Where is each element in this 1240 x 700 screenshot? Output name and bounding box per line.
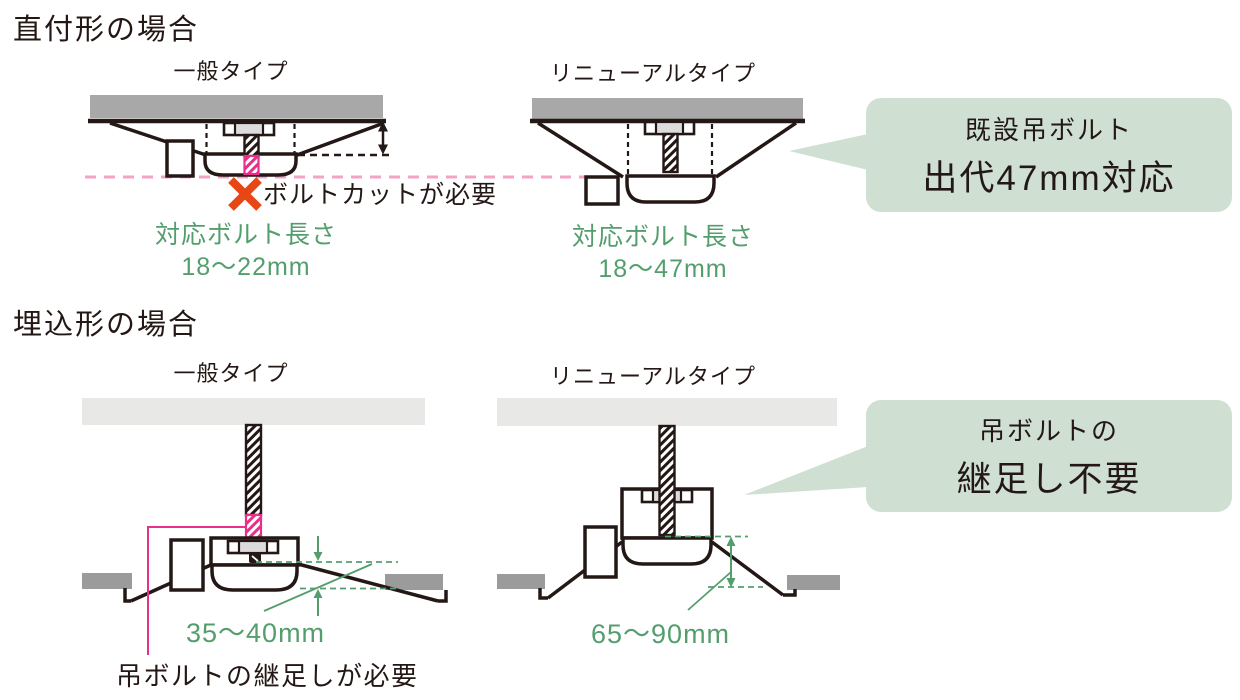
- bolt-washer: [237, 539, 269, 555]
- bolt-length-general: 対応ボルト長さ 18〜22mm: [140, 219, 352, 283]
- ceiling-slab: [90, 95, 383, 118]
- hanging-bolt: [244, 423, 263, 517]
- ceiling-slab: [497, 398, 837, 426]
- diagram-direct-general: [88, 95, 389, 211]
- ceiling-slab: [532, 98, 803, 119]
- ceiling-tile-left: [497, 574, 545, 589]
- mount-clip: [169, 538, 205, 592]
- diagram-recessed-renewal: [497, 398, 840, 611]
- fixture-body: [210, 563, 299, 592]
- mount-clip: [584, 175, 620, 206]
- bolt-length-range: 18〜47mm: [598, 255, 728, 283]
- bolt-washer: [233, 121, 265, 137]
- x-mark-icon: [228, 177, 262, 211]
- ceiling-slab: [82, 398, 425, 425]
- bolt-length-caption: 対応ボルト長さ: [154, 221, 337, 249]
- label-renewal-type-recessed: リニューアルタイプ: [550, 364, 756, 389]
- dimension-35-40: [256, 536, 398, 616]
- label-renewal-type-direct: リニューアルタイプ: [550, 61, 756, 86]
- callout-line2: 出代47mm対応: [922, 158, 1176, 198]
- diagram-direct-renewal: [530, 98, 805, 206]
- mount-clip: [165, 139, 195, 178]
- hanging-bolt: [662, 132, 679, 174]
- callout-pointer-2: [744, 446, 868, 495]
- callout-no-splice: 吊ボルトの 継足し不要: [866, 400, 1232, 512]
- fixture-body: [625, 174, 716, 204]
- bolt-length-renewal: 対応ボルト長さ 18〜47mm: [557, 221, 769, 285]
- mount-clip: [583, 525, 618, 579]
- bolt-length-range: 18〜22mm: [181, 253, 311, 281]
- callout-line1: 吊ボルトの: [978, 415, 1119, 446]
- bolt-cut-warning: ボルトカットが必要: [263, 181, 498, 209]
- bolt-washer: [654, 120, 685, 136]
- splice-required-note: 吊ボルトの継足しが必要: [116, 661, 419, 691]
- hanging-bolt: [658, 424, 676, 537]
- fixture-body: [621, 536, 713, 566]
- callout-pointer-1: [789, 134, 868, 170]
- splice-leader-line: [147, 526, 246, 655]
- dimension-65-90: [665, 535, 763, 611]
- callout-line1: 既設吊ボルト: [964, 114, 1133, 145]
- section-heading-direct: 直付形の場合: [13, 14, 200, 46]
- ceiling-tile-right: [385, 574, 443, 590]
- ceiling-tile-left: [82, 573, 132, 589]
- label-general-type-recessed: 一般タイプ: [173, 361, 289, 386]
- bolt-length-caption: 対応ボルト長さ: [571, 223, 754, 251]
- dimension-text-renewal: 65〜90mm: [591, 619, 731, 649]
- bolt-splice-highlight: [244, 513, 263, 540]
- callout-existing-bolt: 既設吊ボルト 出代47mm対応: [866, 98, 1232, 212]
- section-heading-recessed: 埋込形の場合: [13, 309, 200, 341]
- height-dimension-arrow: [378, 121, 388, 155]
- callout-line2: 継足し不要: [956, 459, 1142, 499]
- bolt-excess-highlight: [243, 154, 260, 176]
- diagram-recessed-general: [82, 398, 448, 655]
- hanging-bolt: [243, 133, 260, 158]
- dimension-text-general: 35〜40mm: [186, 618, 326, 648]
- ceiling-tile-right: [787, 575, 840, 590]
- label-general-type-direct: 一般タイプ: [173, 59, 289, 84]
